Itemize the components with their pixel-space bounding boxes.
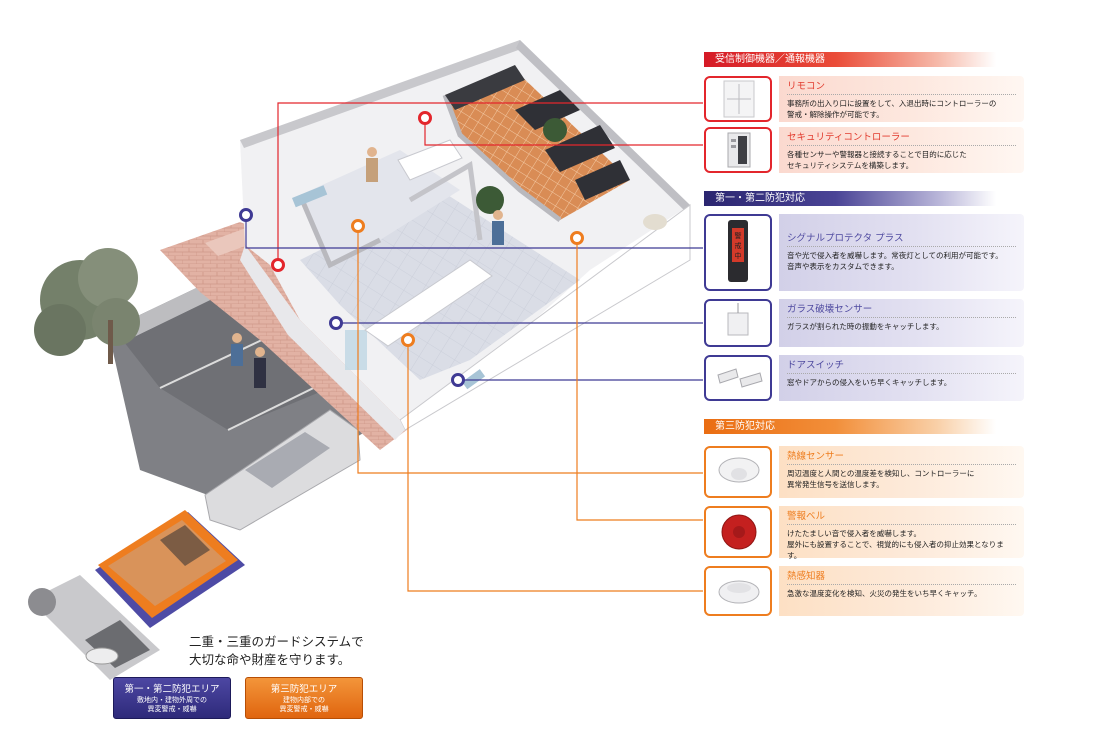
marker-detector <box>401 333 415 347</box>
marker-glass <box>329 316 343 330</box>
section-header-control: 受信制御機器／通報機器 <box>704 52 996 67</box>
bell-thumbnail <box>704 506 772 558</box>
detector-info: 熱感知器 急激な温度変化を検知、火災の発生をいち早くキャッチ。 <box>779 566 1024 616</box>
signal-device-label-1: 警 <box>735 231 742 240</box>
blue-connectors <box>245 215 703 381</box>
heat-title: 熱線センサー <box>787 450 1016 465</box>
bell-desc: けたたましい音で侵入者を威嚇します。 屋外にも設置することで、視覚的にも侵入者の… <box>787 529 1004 560</box>
glass-sensor-icon <box>727 303 749 336</box>
red-connectors <box>277 102 703 265</box>
bell-info: 警報ベル けたたましい音で侵入者を威嚇します。 屋外にも設置することで、視覚的に… <box>779 506 1024 560</box>
controller-desc: 各種センサーや警報器と接続することで目的に応じた セキュリティシステムを構築しま… <box>787 150 967 170</box>
heat-sensor-icon <box>718 457 760 483</box>
section-header-third: 第三防犯対応 <box>704 419 996 434</box>
glass-desc: ガラスが割られた時の振動をキャッチします。 <box>787 322 944 331</box>
signal-info: シグナルプロテクタ プラス 音や光で侵入者を威嚇します。常夜灯としての利用が可能… <box>779 214 1024 291</box>
door-title: ドアスイッチ <box>787 359 1016 374</box>
legend-third-area: 第三防犯エリア 建物内部での 異変警戒・威嚇 <box>245 677 363 719</box>
glass-thumbnail <box>704 299 772 347</box>
legend-orange-sub: 建物内部での 異変警戒・威嚇 <box>279 696 329 713</box>
controller-icon <box>727 132 751 168</box>
legend-blue-title: 第一・第二防犯エリア <box>124 684 220 695</box>
controller-info: セキュリティコントローラー 各種センサーや警報器と接続することで目的に応じた セ… <box>779 127 1024 173</box>
marker-bell <box>570 231 584 245</box>
remote-icon <box>723 80 755 118</box>
controller-thumbnail <box>704 127 772 173</box>
detector-title: 熱感知器 <box>787 570 1016 585</box>
remote-info: リモコン 事務所の出入り口に設置をして、入退出時にコントローラーの 警戒・解除操… <box>779 76 1024 122</box>
legend-first-second-area: 第一・第二防犯エリア 敷地内・建物外周での 異変警戒・威嚇 <box>113 677 231 719</box>
section-header-first-second: 第一・第二防犯対応 <box>704 191 996 206</box>
signal-desc: 音や光で侵入者を威嚇します。常夜灯としての利用が可能です。 音声や表示をカスタム… <box>787 251 1003 271</box>
marker-controller <box>418 111 432 125</box>
heat-desc: 周辺温度と人間との温度差を検知し、コントローラーに 異常発生信号を送信します。 <box>787 469 975 489</box>
marker-signal <box>239 208 253 222</box>
building <box>240 40 691 440</box>
heat-detector-icon <box>718 580 760 604</box>
remote-desc: 事務所の出入り口に設置をして、入退出時にコントローラーの 警戒・解除操作が可能で… <box>787 99 997 119</box>
signal-thumbnail: 警 戒 中 <box>704 214 772 291</box>
marker-remote <box>271 258 285 272</box>
car <box>204 409 361 531</box>
caption: 二重・三重のガードシステムで 大切な命や財産を守ります。 <box>189 634 364 667</box>
controller-title: セキュリティコントローラー <box>787 131 1016 146</box>
signal-title: シグナルプロテクタ プラス <box>787 232 1016 247</box>
remote-thumbnail <box>704 76 772 122</box>
tree <box>34 248 140 364</box>
orange-connectors <box>357 226 703 592</box>
detector-thumbnail <box>704 566 772 616</box>
door-switch-icon <box>717 368 763 388</box>
heat-info: 熱線センサー 周辺温度と人間との温度差を検知し、コントローラーに 異常発生信号を… <box>779 446 1024 498</box>
door-info: ドアスイッチ 窓やドアからの侵入をいち早くキャッチします。 <box>779 355 1024 401</box>
legend-orange-title: 第三防犯エリア <box>270 684 338 695</box>
heat-thumbnail <box>704 446 772 498</box>
alarm-bell-icon <box>721 514 757 550</box>
detector-desc: 急激な温度変化を検知、火災の発生をいち早くキャッチ。 <box>787 589 982 598</box>
door-desc: 窓やドアからの侵入をいち早くキャッチします。 <box>787 378 952 387</box>
mini-building-overview <box>28 510 245 680</box>
bell-title: 警報ベル <box>787 510 1016 525</box>
remote-title: リモコン <box>787 80 1016 95</box>
signal-protector-icon: 警 戒 中 <box>728 220 748 282</box>
glass-title: ガラス破壊センサー <box>787 303 1016 318</box>
glass-info: ガラス破壊センサー ガラスが割られた時の振動をキャッチします。 <box>779 299 1024 347</box>
people <box>231 147 504 388</box>
door-thumbnail <box>704 355 772 401</box>
legend-blue-sub: 敷地内・建物外周での 異変警戒・威嚇 <box>137 696 207 713</box>
marker-heat <box>351 219 365 233</box>
signal-device-label-3: 中 <box>735 251 742 260</box>
marker-door <box>451 373 465 387</box>
signal-device-label-2: 戒 <box>735 241 742 250</box>
